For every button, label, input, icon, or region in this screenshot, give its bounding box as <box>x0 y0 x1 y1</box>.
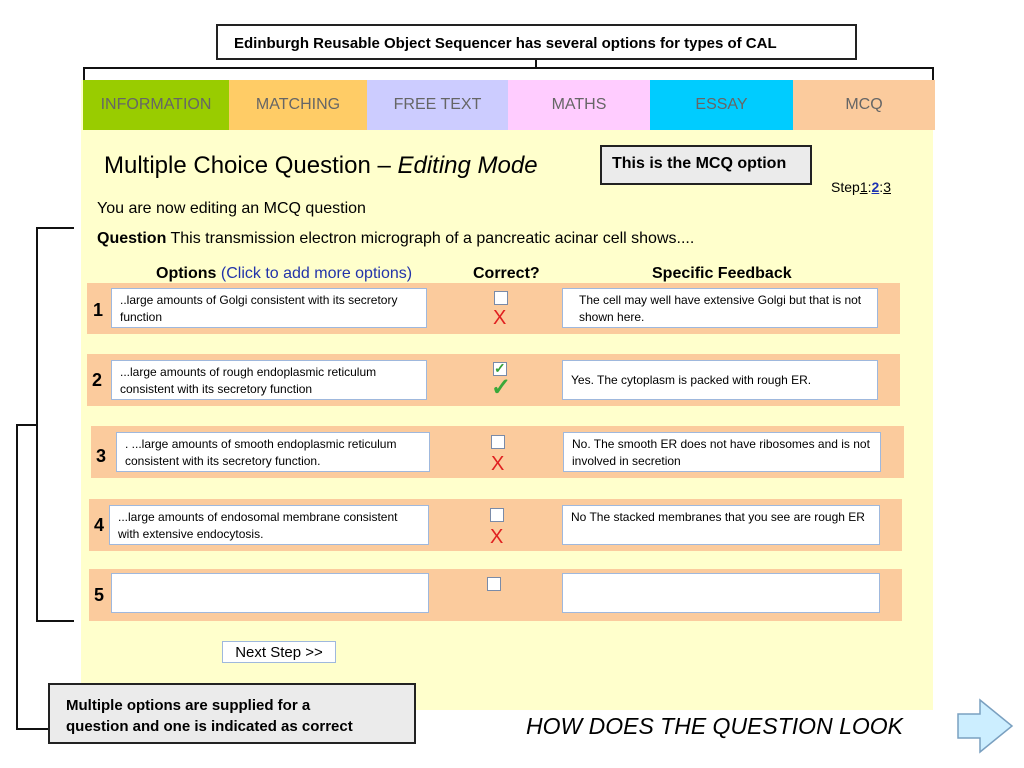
option-number-1: 1 <box>93 300 104 320</box>
callout-sequencer-text: Edinburgh Reusable Object Sequencer has … <box>234 35 777 52</box>
bracket-options-vertical <box>36 227 38 622</box>
tab-information[interactable]: INFORMATION <box>83 80 229 130</box>
next-step-button[interactable]: Next Step >> <box>222 641 336 663</box>
correct-header: Correct? <box>473 265 540 282</box>
cross-icon: X <box>493 307 507 329</box>
cross-icon: X <box>490 526 504 548</box>
callout-mcq-option: This is the MCQ option <box>600 145 812 185</box>
correct-tick-icon: ✓ <box>491 374 512 401</box>
correct-checkbox-5[interactable] <box>487 577 501 591</box>
tab-bar: INFORMATION MATCHING FREE TEXT MATHS ESS… <box>83 80 935 130</box>
question-label: Question <box>97 230 167 247</box>
correct-checkbox-4[interactable] <box>490 508 504 522</box>
correct-checkbox-3[interactable] <box>491 435 505 449</box>
option-text-field-1[interactable]: ..large amounts of Golgi consistent with… <box>111 288 427 328</box>
feedback-field-2[interactable]: Yes. The cytoplasm is packed with rough … <box>562 360 878 400</box>
bracket-top-horizontal <box>83 67 934 69</box>
bracket-outer-bottom <box>16 728 49 730</box>
bracket-top-right-leg <box>932 67 934 81</box>
option-text-field-5[interactable] <box>111 573 429 613</box>
callout-multiple-options: Multiple options are supplied for a ques… <box>48 683 416 744</box>
feedback-header: Specific Feedback <box>652 265 792 282</box>
bracket-outer-vertical <box>16 424 18 730</box>
option-text-field-4[interactable]: ...large amounts of endosomal membrane c… <box>109 505 429 545</box>
step-link-3[interactable]: 3 <box>883 179 891 195</box>
how-does-question-look: HOW DOES THE QUESTION LOOK <box>526 713 903 739</box>
correct-checkbox-2[interactable] <box>493 362 507 376</box>
feedback-field-5[interactable] <box>562 573 880 613</box>
correct-checkbox-1[interactable] <box>494 291 508 305</box>
step-separator: : <box>879 179 884 195</box>
page-title: Multiple Choice Question – Editing Mode <box>104 152 538 180</box>
bracket-top-left-leg <box>83 67 85 81</box>
option-text-field-3[interactable]: . ...large amounts of smooth endoplasmic… <box>116 432 430 472</box>
tab-free-text[interactable]: FREE TEXT <box>367 80 508 130</box>
option-number-5: 5 <box>94 585 105 605</box>
tab-matching[interactable]: MATCHING <box>229 80 367 130</box>
arrow-right-icon[interactable] <box>956 698 1016 754</box>
options-header-label: Options <box>156 265 217 282</box>
tab-mcq[interactable]: MCQ <box>793 80 935 130</box>
title-plain: Multiple Choice Question – <box>104 152 398 179</box>
option-number-3: 3 <box>96 446 107 466</box>
callout-bottom-line2: question and one is indicated as correct <box>66 718 353 735</box>
step-link-2[interactable]: 2 <box>871 179 880 195</box>
feedback-field-3[interactable]: No. The smooth ER does not have ribosome… <box>563 432 881 472</box>
question-line: Question This transmission electron micr… <box>97 230 694 248</box>
option-text-field-2[interactable]: ...large amounts of rough endoplasmic re… <box>111 360 427 400</box>
bracket-top-stem <box>535 58 537 68</box>
add-options-link[interactable]: (Click to add more options) <box>220 265 413 282</box>
bracket-options-bottom <box>36 620 74 622</box>
option-number-4: 4 <box>94 515 105 535</box>
feedback-field-4[interactable]: No The stacked membranes that you see ar… <box>562 505 880 545</box>
callout-bottom-line1: Multiple options are supplied for a <box>66 697 311 714</box>
editing-intro: You are now editing an MCQ question <box>97 200 366 217</box>
callout-mcq-text: This is the MCQ option <box>612 155 787 172</box>
bracket-options-top <box>36 227 74 229</box>
cross-icon: X <box>491 453 505 475</box>
step-link-1[interactable]: 1 <box>859 179 868 195</box>
bracket-outer-top <box>16 424 36 426</box>
options-header: Options (Click to add more options) <box>156 265 412 283</box>
steps-prefix: Step <box>831 179 860 195</box>
feedback-field-1[interactable]: The cell may well have extensive Golgi b… <box>562 288 878 328</box>
step-navigation: Step1:2:3 <box>831 179 891 195</box>
tab-maths[interactable]: MATHS <box>508 80 650 130</box>
step-separator: : <box>867 179 872 195</box>
option-number-2: 2 <box>92 370 103 390</box>
question-text[interactable]: This transmission electron micrograph of… <box>166 230 695 247</box>
checkmark-icon: ✓ <box>494 360 506 376</box>
title-italic: Editing Mode <box>397 152 538 179</box>
callout-sequencer-options: Edinburgh Reusable Object Sequencer has … <box>216 24 857 60</box>
tab-essay[interactable]: ESSAY <box>650 80 793 130</box>
